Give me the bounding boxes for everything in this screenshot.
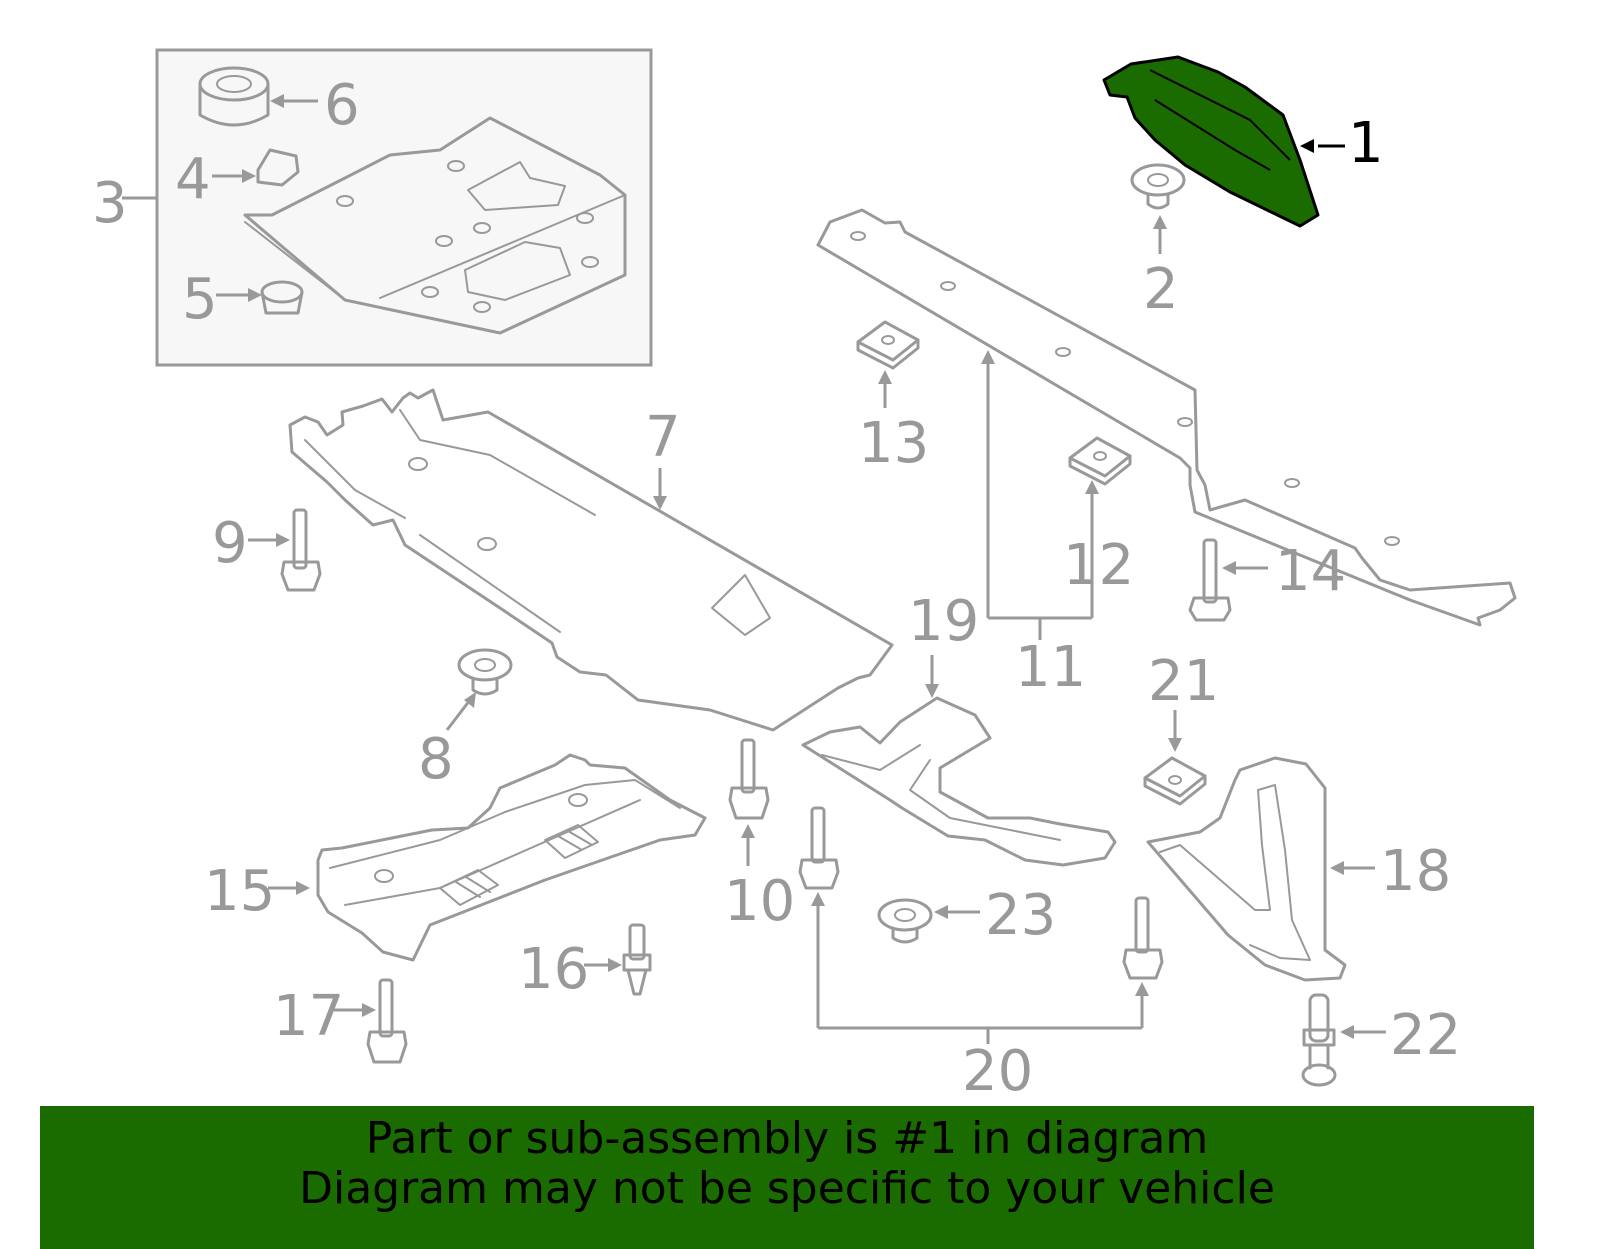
part-20-bolts[interactable]: 20 (798, 806, 1164, 1104)
part-3-group[interactable]: 3 6 4 (92, 48, 653, 367)
part-13-nut[interactable]: 13 (856, 320, 929, 476)
callout-16: 16 (518, 937, 589, 1002)
callout-13: 13 (858, 411, 929, 476)
banner-line-1: Part or sub-assembly is #1 in diagram (365, 1113, 1209, 1164)
part-6-cap[interactable]: 6 (198, 66, 360, 138)
info-banner: Part or sub-assembly is #1 in diagram Di… (40, 1106, 1534, 1249)
part-10-bolt[interactable]: 10 (724, 738, 795, 934)
part-18-bracket[interactable]: 18 (1146, 756, 1451, 982)
part-9-bolt[interactable]: 9 (212, 508, 322, 592)
callout-11: 11 (1015, 635, 1086, 700)
part-19-bracket[interactable]: 19 (801, 589, 1117, 867)
part-15-cover[interactable]: 15 (204, 753, 707, 962)
part-14-bolt[interactable]: 14 (1188, 538, 1346, 622)
callout-2: 2 (1143, 257, 1179, 322)
part-2-grommet[interactable]: 2 (1130, 163, 1186, 322)
callout-5: 5 (182, 267, 218, 332)
callout-1: 1 (1348, 111, 1384, 176)
callout-20: 20 (962, 1039, 1033, 1104)
callout-23: 23 (985, 883, 1056, 948)
callout-19: 19 (908, 589, 979, 654)
part-5-nut[interactable]: 5 (182, 267, 304, 332)
callout-10: 10 (724, 869, 795, 934)
callout-21: 21 (1148, 649, 1219, 714)
part-11-member[interactable]: 11 (816, 208, 1517, 700)
part-1-highlighted[interactable]: 1 (1102, 55, 1384, 228)
part-4-clip[interactable]: 4 (175, 147, 300, 212)
callout-7: 7 (645, 405, 681, 470)
callout-14: 14 (1275, 539, 1346, 604)
part-8-grommet[interactable]: 8 (418, 648, 513, 792)
part-23-grommet[interactable]: 23 (877, 883, 1056, 948)
part-17-bolt[interactable]: 17 (273, 978, 408, 1064)
part-16-clip[interactable]: 16 (518, 923, 652, 1002)
callout-22: 22 (1390, 1003, 1461, 1068)
part-12-nut[interactable]: 12 (1063, 436, 1134, 598)
callout-4: 4 (175, 147, 211, 212)
callout-12: 12 (1063, 533, 1134, 598)
part-7-undercover[interactable]: 7 (288, 388, 894, 732)
callout-8: 8 (418, 727, 454, 792)
callout-9: 9 (212, 511, 248, 576)
banner-line-2: Diagram may not be specific to your vehi… (299, 1163, 1275, 1214)
callout-18: 18 (1380, 839, 1451, 904)
part-21-nut[interactable]: 21 (1143, 649, 1219, 806)
callout-6: 6 (324, 73, 360, 138)
callout-15: 15 (204, 859, 275, 924)
part-3-panel (243, 116, 627, 335)
callout-17: 17 (273, 984, 344, 1049)
part-22-pin[interactable]: 22 (1301, 993, 1461, 1087)
callout-3: 3 (92, 171, 128, 236)
